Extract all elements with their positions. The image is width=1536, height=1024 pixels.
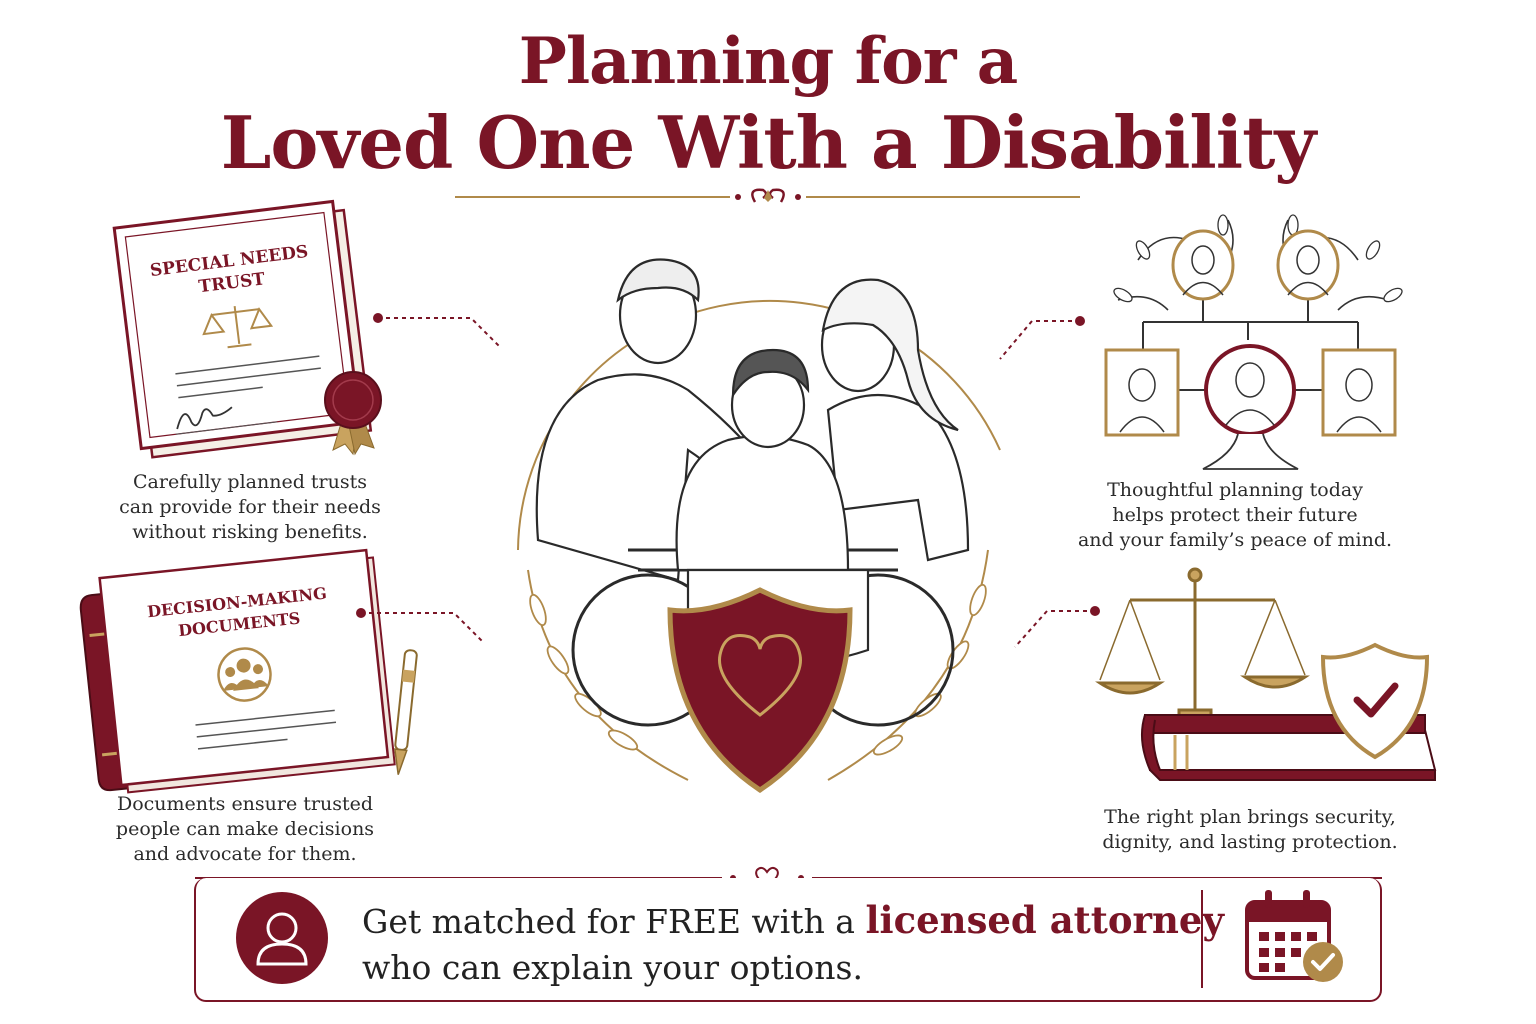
connector-trust (373, 313, 502, 349)
heart-shield-icon (667, 587, 853, 794)
pen-icon (393, 649, 418, 775)
page-title-line2: Loved One With a Disability (220, 100, 1316, 185)
checkmark-shield-icon (1320, 642, 1430, 760)
cta-banner[interactable]: Get matched for FREE with a licensed att… (194, 878, 1382, 1002)
calendar-check-icon (1245, 890, 1343, 982)
people-group-icon (217, 647, 272, 702)
cta-divider (1201, 890, 1203, 988)
cta-text-line2: who can explain your options. (362, 948, 863, 987)
balance-scale-icon (1095, 567, 1310, 722)
connector-documents (356, 608, 485, 644)
family-caption: Thoughtful planning today helps protect … (1077, 479, 1393, 551)
justice-scale-book (1095, 567, 1437, 781)
page-title-line1: Planning for a (518, 24, 1019, 99)
cta-text-line1: Get matched for FREE with a licensed att… (362, 898, 1224, 942)
cta-highlight[interactable]: licensed attorney (865, 898, 1224, 942)
wax-seal-icon (324, 371, 382, 456)
special-needs-trust-certificate: SPECIAL NEEDS TRUST (112, 199, 382, 459)
connector-protection (1014, 606, 1100, 648)
person-avatar-icon (236, 892, 328, 984)
title-divider (455, 188, 1080, 203)
protection-caption: The right plan brings security, dignity,… (1102, 806, 1398, 853)
family-illustration (517, 258, 1001, 794)
family-tree-icon (1104, 214, 1403, 470)
documents-caption: Documents ensure trusted people can make… (115, 793, 375, 865)
trust-caption: Carefully planned trusts can provide for… (119, 471, 381, 543)
decision-making-book: DECISION-MAKING DOCUMENTS (79, 548, 396, 794)
balance-scale-icon (202, 306, 274, 349)
connector-family (999, 316, 1085, 360)
